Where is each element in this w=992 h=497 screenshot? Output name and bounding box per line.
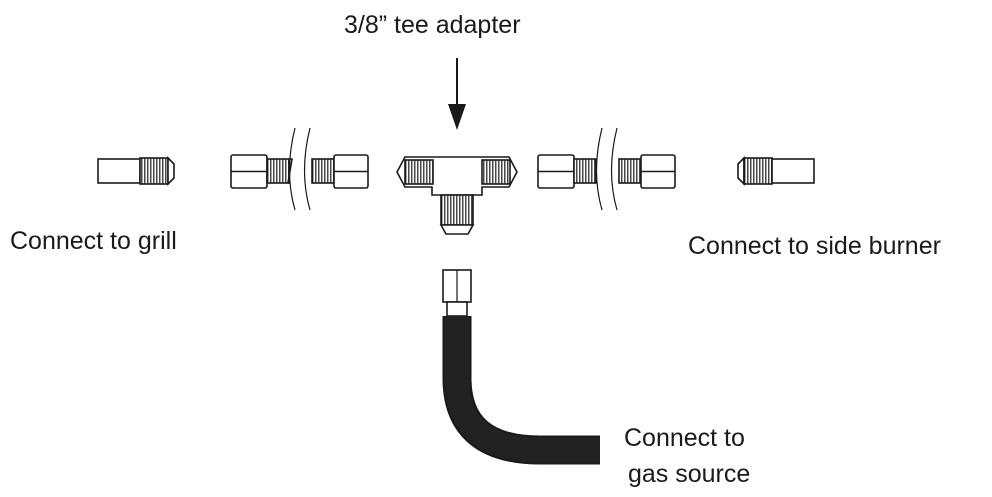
connect-side-burner-label: Connect to side burner xyxy=(688,232,941,260)
right-flex-hose xyxy=(537,127,676,211)
connect-gas-label-line2: gas source xyxy=(628,460,751,488)
connect-grill-label: Connect to grill xyxy=(10,227,177,255)
tee-adapter xyxy=(396,156,518,235)
side-burner-connector xyxy=(737,156,815,186)
left-flex-hose xyxy=(230,127,369,211)
grill-connector xyxy=(97,156,175,186)
gas-source-hose xyxy=(442,269,600,465)
connect-gas-label-line1: Connect to xyxy=(624,424,745,452)
tee-adapter-label: 3/8” tee adapter xyxy=(344,11,521,39)
pointer-arrow xyxy=(448,58,466,130)
